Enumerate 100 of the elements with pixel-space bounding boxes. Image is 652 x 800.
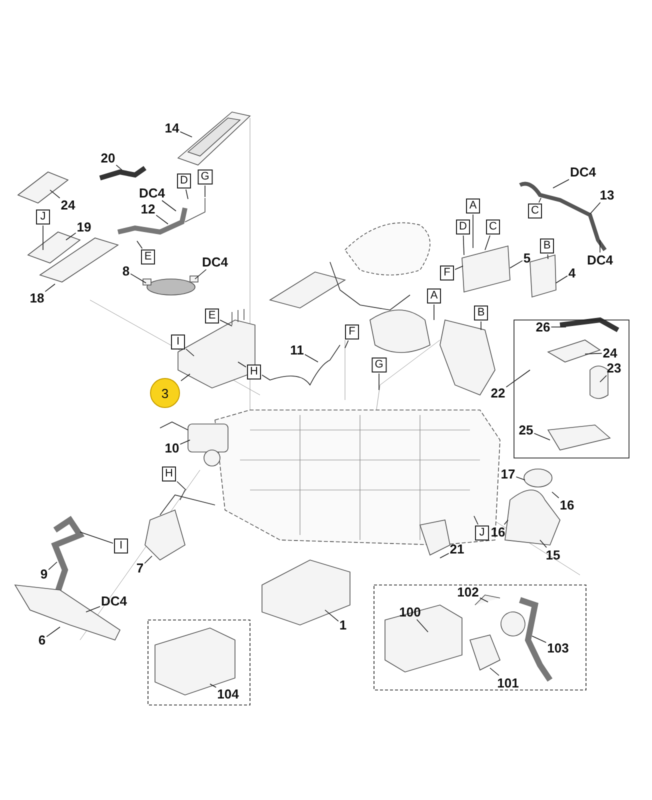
callout-number: 10 xyxy=(164,442,180,454)
connector-letter-tag: B xyxy=(540,238,554,254)
leader-line xyxy=(194,269,207,280)
leader-line xyxy=(42,225,44,250)
leader-line xyxy=(462,235,464,256)
leader-line xyxy=(472,214,474,248)
leader-line xyxy=(556,276,568,284)
callout-number: 20 xyxy=(100,152,116,164)
callout-number: 21 xyxy=(450,542,464,556)
leader-line xyxy=(547,254,548,260)
leader-line xyxy=(550,326,566,328)
callout-number: 26 xyxy=(536,320,550,334)
leader-line xyxy=(344,340,349,348)
connector-letter-tag: A xyxy=(427,288,441,304)
leader-line xyxy=(510,260,523,268)
leader-line xyxy=(590,202,601,214)
callout-number: 17 xyxy=(500,468,516,480)
leader-line xyxy=(540,540,547,548)
connector-letter-tag: E xyxy=(205,308,219,324)
leader-line xyxy=(584,352,602,354)
leader-line xyxy=(490,668,500,676)
connector-letter-tag: D xyxy=(177,174,191,188)
callout-number: DC4 xyxy=(101,594,127,608)
leader-line xyxy=(180,374,190,382)
connector-letter-tag: E xyxy=(141,250,155,264)
connector-letter-tag: A xyxy=(466,198,480,214)
connector-letter-tag: J xyxy=(36,210,50,224)
callout-number: 24 xyxy=(60,198,76,212)
leader-line xyxy=(136,240,143,249)
callout-number: 12 xyxy=(140,202,156,216)
leader-line xyxy=(504,520,508,525)
connector-letter-tag: I xyxy=(114,538,128,554)
connector-letter-tag: C xyxy=(486,220,500,234)
leader-line xyxy=(238,362,246,368)
leader-line xyxy=(162,200,176,212)
callout-number: DC4 xyxy=(587,254,613,266)
highlighted-callout-number: 3 xyxy=(150,378,180,408)
leader-line xyxy=(480,598,488,602)
callout-number: 25 xyxy=(518,424,534,436)
leader-line xyxy=(484,235,490,250)
leader-line xyxy=(378,373,380,390)
callout-number: DC4 xyxy=(139,186,165,200)
leader-line xyxy=(440,553,450,558)
connector-letter-tag: H xyxy=(162,466,176,482)
callout-number: 6 xyxy=(38,634,46,646)
leader-line xyxy=(532,636,546,643)
leader-line xyxy=(180,131,192,138)
connector-letter-tag: H xyxy=(247,364,261,380)
callout-number: DC4 xyxy=(570,166,596,178)
leader-line xyxy=(86,606,100,612)
callout-number: 1 xyxy=(339,618,347,632)
leader-line xyxy=(156,214,168,224)
connector-letter-tag: G xyxy=(372,358,386,372)
callout-number: 5 xyxy=(523,252,531,264)
leader-line xyxy=(48,562,58,570)
callout-number: 101 xyxy=(497,676,519,690)
connector-letter-tag: J xyxy=(475,526,489,540)
callout-number: 8 xyxy=(122,264,130,278)
leader-line xyxy=(130,273,146,284)
connector-letter-tag: C xyxy=(528,204,542,218)
connector-letter-tag: I xyxy=(171,334,185,350)
leader-line xyxy=(176,481,186,490)
leader-line xyxy=(66,232,76,240)
leader-line xyxy=(538,198,542,203)
connector-letter-tag: F xyxy=(440,266,454,280)
callout-number: 19 xyxy=(76,220,92,234)
callout-number: 23 xyxy=(606,362,622,374)
callout-number: 22 xyxy=(490,386,506,400)
callout-number: 103 xyxy=(547,642,569,654)
callout-number: 7 xyxy=(136,562,144,574)
leader-line xyxy=(116,164,122,170)
callout-number: 24 xyxy=(602,346,618,360)
leader-line xyxy=(80,532,114,544)
callout-number: 104 xyxy=(217,688,239,700)
leader-line xyxy=(416,619,428,632)
leader-line xyxy=(324,610,339,622)
leader-line xyxy=(474,516,478,525)
connector-letter-tag: B xyxy=(474,306,488,320)
leader-line xyxy=(480,321,482,330)
leader-line xyxy=(46,626,60,638)
leader-line xyxy=(50,190,60,198)
leader-line xyxy=(204,185,206,198)
leader-line xyxy=(186,348,194,356)
connector-letter-tag: D xyxy=(456,220,470,234)
leader-line xyxy=(144,556,152,564)
callout-number: 11 xyxy=(290,344,304,356)
callout-number: 16 xyxy=(560,498,574,512)
leader-line xyxy=(44,284,56,292)
callout-number: 13 xyxy=(600,188,614,202)
leader-line xyxy=(210,684,216,688)
leader-line xyxy=(186,189,188,200)
connector-letter-tag: G xyxy=(198,170,212,184)
callout-number: 4 xyxy=(568,266,576,280)
callout-number: 15 xyxy=(546,548,560,562)
leader-line xyxy=(506,370,530,388)
callout-number: 102 xyxy=(457,586,479,598)
callout-number: 16 xyxy=(490,526,506,538)
callout-number: 9 xyxy=(40,568,48,580)
leader-line xyxy=(180,440,190,445)
leader-line xyxy=(304,354,318,362)
